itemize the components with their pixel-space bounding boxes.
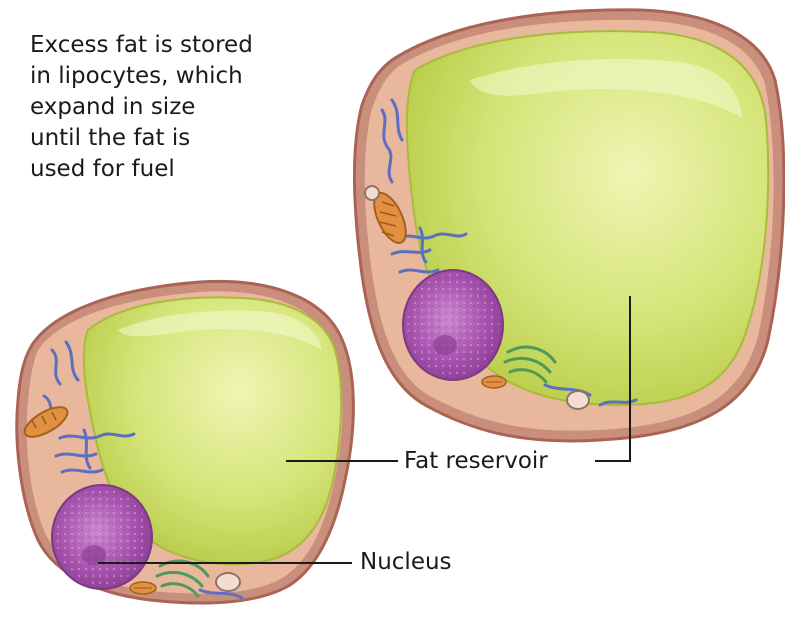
fat-reservoir-label: Fat reservoir [404,447,548,475]
large-lipocyte [354,10,783,441]
small-lipocyte [17,281,354,603]
caption-line: Excess fat is stored [30,30,320,61]
caption-line: until the fat is [30,123,320,154]
large-vesicle [365,186,379,200]
large-vesicle-2 [567,391,589,409]
small-mitochondrion-small [130,582,156,594]
nucleus-label: Nucleus [360,548,452,576]
small-vesicle [216,573,240,591]
large-nucleus [403,270,503,380]
caption-line: expand in size [30,92,320,123]
caption-line: used for fuel [30,154,320,185]
caption-line: in lipocytes, which [30,61,320,92]
small-nucleus [52,485,152,589]
large-mitochondrion-small [482,376,506,388]
caption: Excess fat is stored in lipocytes, which… [30,30,320,185]
